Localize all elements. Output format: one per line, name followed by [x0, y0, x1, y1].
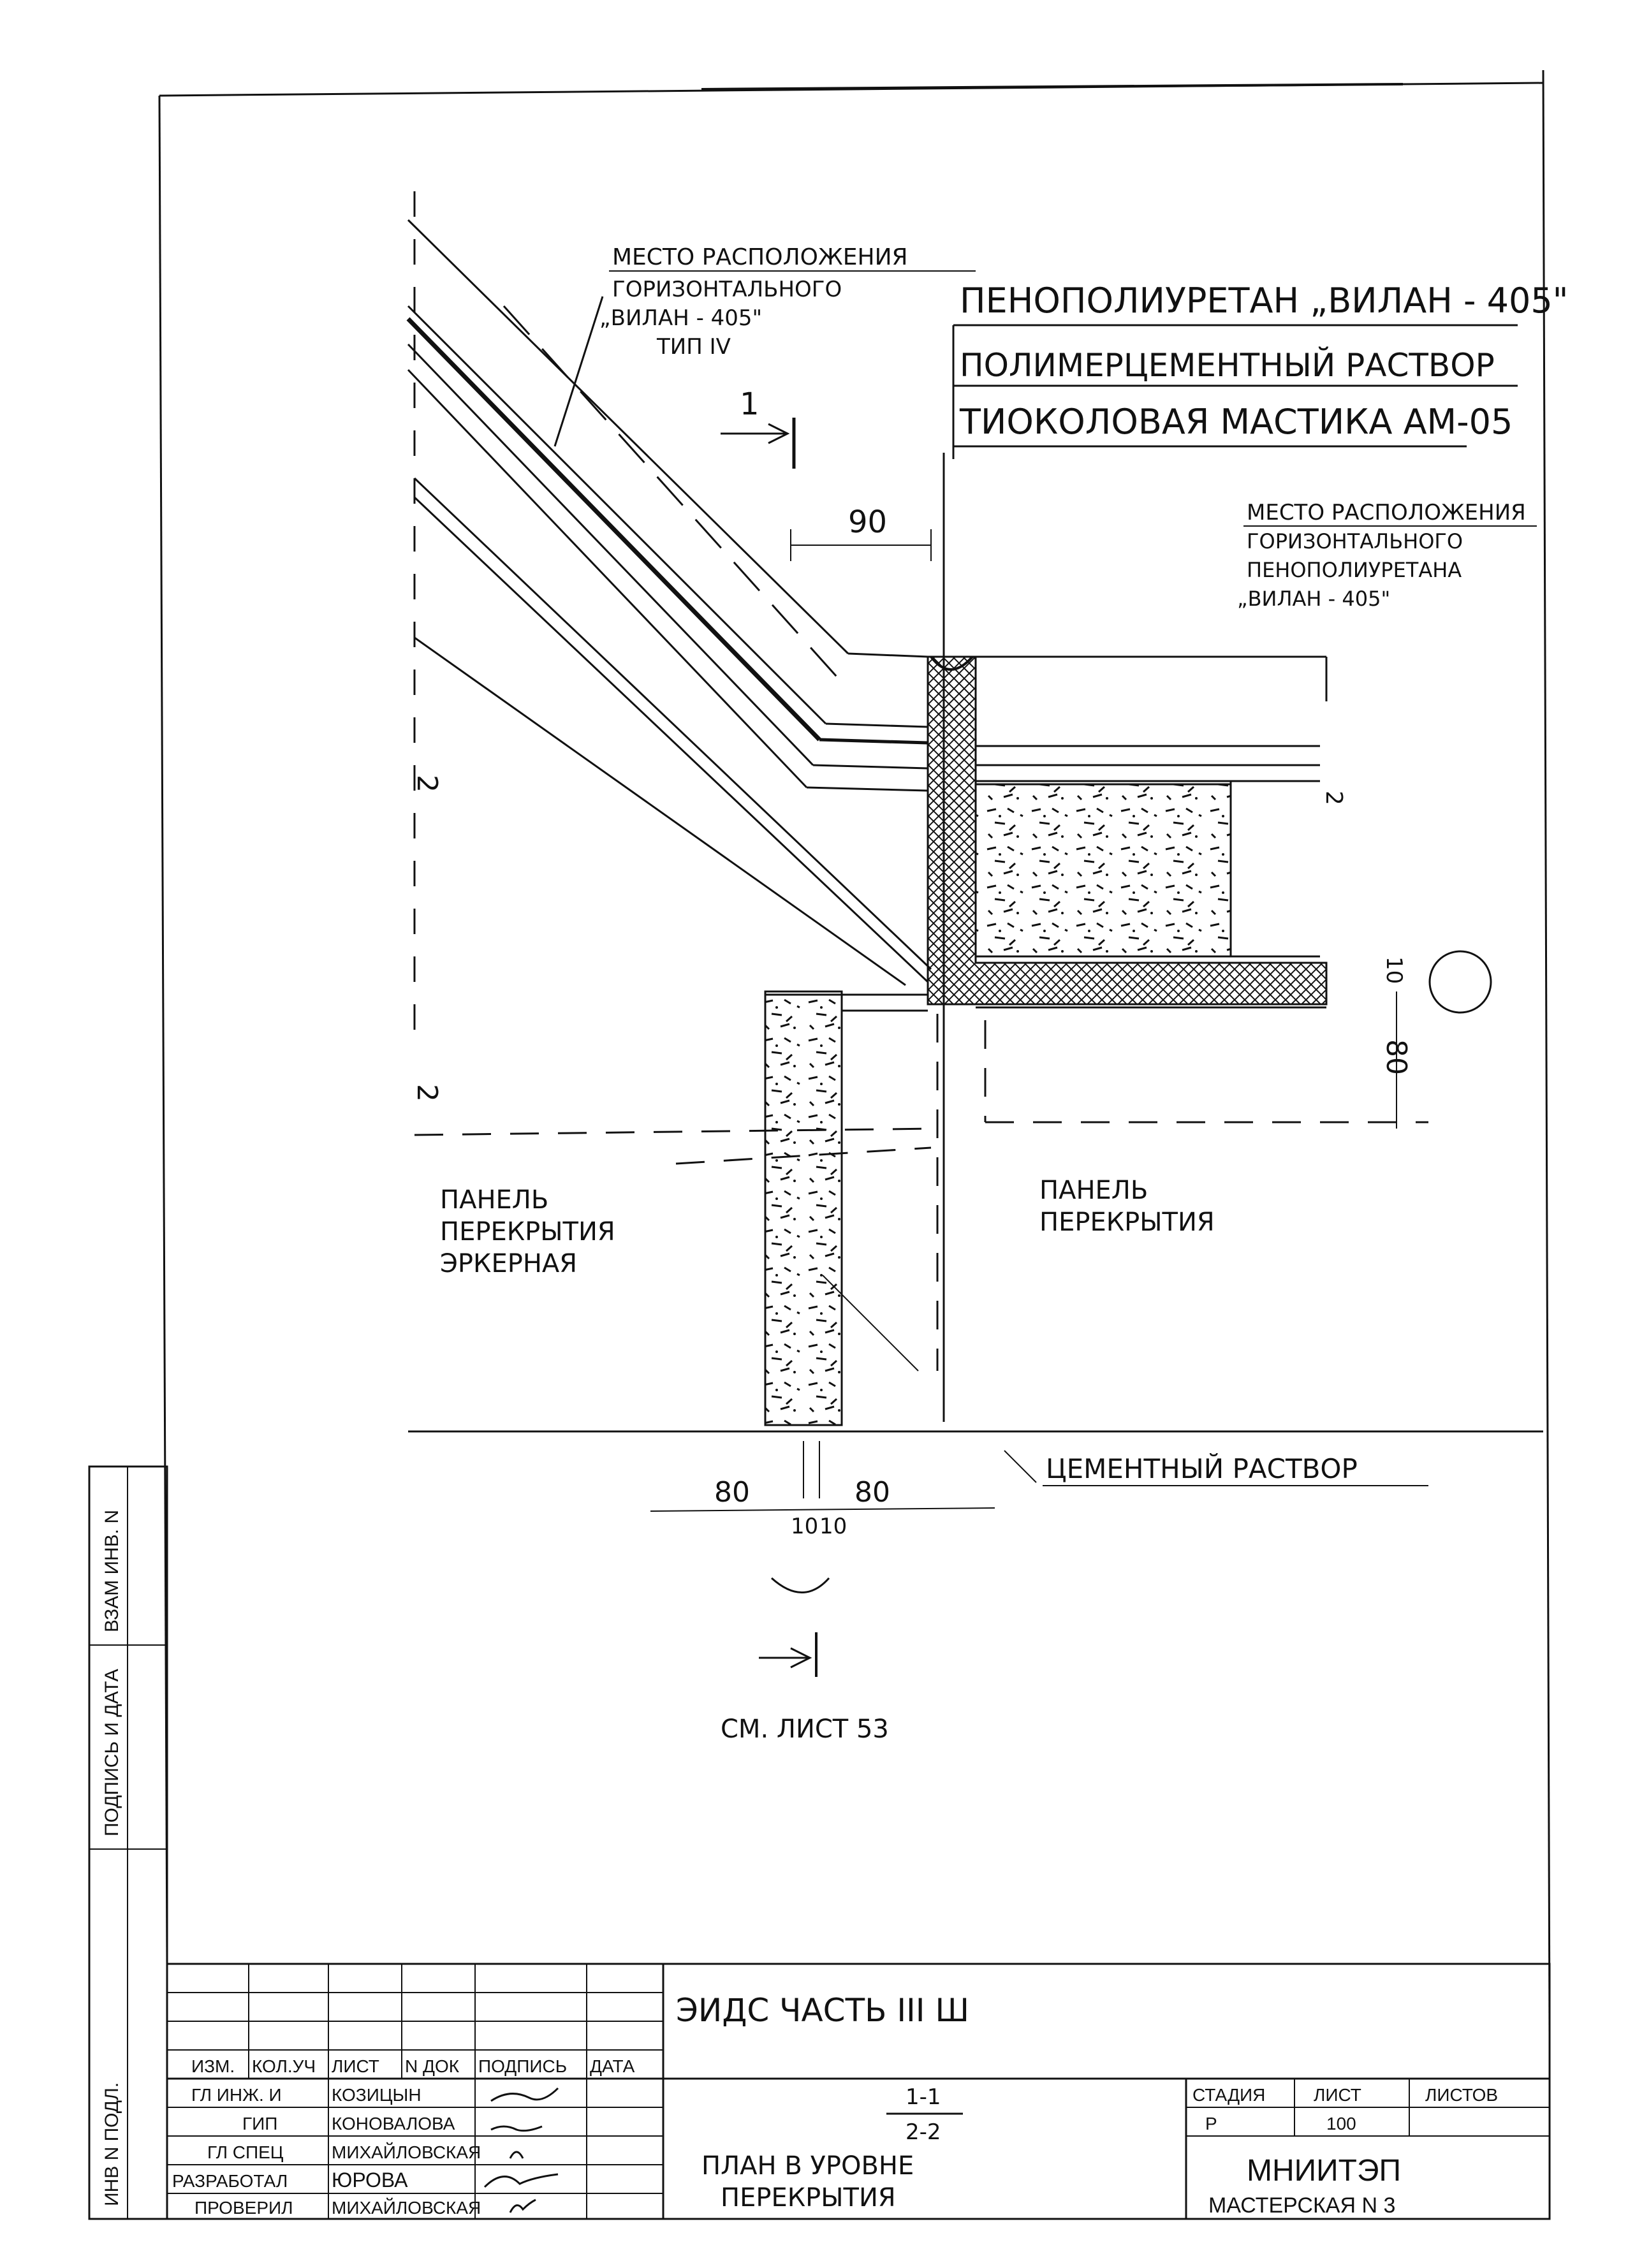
section-mark-right: 2 — [1321, 791, 1347, 805]
panel-dashed-lines — [414, 1014, 1428, 1371]
drawing-title-line1: ПЛАН В УРОВНЕ — [701, 2151, 914, 2181]
sheets-label: ЛИСТОВ — [1425, 2085, 1498, 2105]
svg-text:ИНВ N ПОДЛ.: ИНВ N ПОДЛ. — [101, 2082, 122, 2206]
svg-text:ВЗАМ ИНВ. N: ВЗАМ ИНВ. N — [101, 1510, 122, 1632]
svg-text:80: 80 — [1380, 1039, 1412, 1075]
material-foam: ПЕНОПОЛИУРЕТАН „ВИЛАН - 405" — [960, 281, 1569, 321]
stage-value: Р — [1205, 2114, 1217, 2133]
sheet-frame — [158, 70, 1551, 2035]
svg-text:МИХАЙЛОВСКАЯ: МИХАЙЛОВСКАЯ — [332, 2198, 481, 2218]
foam-block — [974, 783, 1232, 958]
svg-text:ПАНЕЛЬ: ПАНЕЛЬ — [440, 1185, 548, 1215]
svg-text:ПАНЕЛЬ: ПАНЕЛЬ — [1039, 1176, 1148, 1205]
svg-text:ТИП IV: ТИП IV — [656, 334, 731, 360]
svg-text:N ДОК: N ДОК — [405, 2056, 460, 2076]
svg-text:10: 10 — [819, 1514, 847, 1539]
callout-top-left: МЕСТО РАСПОЛОЖЕНИЯ ГОРИЗОНТАЛЬНОГО „ВИЛА… — [599, 244, 976, 360]
svg-text:МЕСТО РАСПОЛОЖЕНИЯ: МЕСТО РАСПОЛОЖЕНИЯ — [1247, 500, 1526, 525]
section-code-bottom: 2-2 — [906, 2119, 941, 2145]
svg-text:ПРОВЕРИЛ: ПРОВЕРИЛ — [194, 2198, 293, 2218]
section-mark-top: 1 — [721, 386, 796, 469]
svg-text:ПОДПИСЬ И ДАТА: ПОДПИСЬ И ДАТА — [101, 1669, 122, 1836]
drawing-title-line2: ПЕРЕКРЫТИЯ — [721, 2183, 896, 2213]
sheet-label: ЛИСТ — [1314, 2085, 1361, 2105]
svg-text:90: 90 — [848, 504, 887, 540]
callout-top-right: МЕСТО РАСПОЛОЖЕНИЯ ГОРИЗОНТАЛЬНОГО ПЕНОП… — [1237, 500, 1537, 611]
svg-text:ГЛ СПЕЦ: ГЛ СПЕЦ — [207, 2142, 284, 2162]
svg-text:10: 10 — [1381, 956, 1407, 984]
svg-text:КОЗИЦЫН: КОЗИЦЫН — [332, 2085, 422, 2105]
project-title: ЭИДС ЧАСТЬ III Ш — [676, 1992, 969, 2029]
svg-text:ИЗМ.: ИЗМ. — [191, 2056, 235, 2076]
section-mark-left-lower: 2 — [411, 1084, 443, 1102]
svg-text:МЕСТО РАСПОЛОЖЕНИЯ: МЕСТО РАСПОЛОЖЕНИЯ — [612, 244, 908, 270]
svg-text:ЮРОВА: ЮРОВА — [332, 2169, 408, 2191]
svg-text:ГОРИЗОНТАЛЬНОГО: ГОРИЗОНТАЛЬНОГО — [1247, 529, 1463, 553]
sloped-wall — [406, 191, 932, 1046]
cement-column — [764, 990, 928, 1426]
title-headers: ИЗМ. КОЛ.УЧ ЛИСТ N ДОК ПОДПИСЬ ДАТА — [191, 2056, 635, 2076]
material-callout-lines — [554, 296, 1518, 459]
stage-label: СТАДИЯ — [1192, 2085, 1265, 2105]
svg-text:ДАТА: ДАТА — [590, 2056, 635, 2076]
leader-cement — [822, 1275, 919, 1372]
dimension-bottom: 80 80 10 10 — [650, 1441, 995, 1593]
right-floor-slab — [942, 453, 1328, 1422]
svg-text:КОЛ.УЧ: КОЛ.УЧ — [252, 2056, 316, 2076]
svg-text:МИХАЙЛОВСКАЯ: МИХАЙЛОВСКАЯ — [332, 2142, 481, 2162]
svg-text:ПЕРЕКРЫТИЯ: ПЕРЕКРЫТИЯ — [440, 1217, 615, 1247]
svg-text:ГЛ ИНЖ. И: ГЛ ИНЖ. И — [191, 2085, 282, 2105]
svg-text:80: 80 — [854, 1476, 890, 1509]
section-mark-bottom: СМ. ЛИСТ 53 — [721, 1632, 889, 1744]
svg-text:КОНОВАЛОВА: КОНОВАЛОВА — [332, 2114, 455, 2133]
callout-cement: ЦЕМЕНТНЫЙ РАСТВОР — [1004, 1450, 1428, 1486]
svg-text:ПОДПИСЬ: ПОДПИСЬ — [478, 2056, 567, 2076]
section-mark-left: 2 — [411, 775, 443, 793]
sheet-value: 100 — [1326, 2114, 1356, 2133]
svg-text:„ВИЛАН - 405": „ВИЛАН - 405" — [1237, 587, 1390, 611]
title-people: ГЛ ИНЖ. И КОЗИЦЫН ГИП КОНОВАЛОВА ГЛ СПЕЦ… — [172, 2085, 481, 2218]
panel-right-label: ПАНЕЛЬ ПЕРЕКРЫТИЯ — [1039, 1176, 1215, 1237]
dimension-top: 90 — [790, 504, 932, 561]
section-code-top: 1-1 — [906, 2084, 941, 2110]
svg-text:10: 10 — [791, 1514, 818, 1539]
signatures — [483, 2087, 559, 2213]
svg-text:ПЕРЕКРЫТИЯ: ПЕРЕКРЫТИЯ — [1039, 1208, 1215, 1237]
material-mastic: ТИОКОЛОВАЯ МАСТИКА АМ-05 — [959, 402, 1513, 442]
svg-text:ЭРКЕРНАЯ: ЭРКЕРНАЯ — [440, 1249, 577, 1278]
svg-text:ЛИСТ: ЛИСТ — [332, 2056, 379, 2076]
side-stamp: ВЗАМ ИНВ. N ПОДПИСЬ И ДАТА ИНВ N ПОДЛ. — [88, 1465, 168, 2220]
svg-text:ГОРИЗОНТАЛЬНОГО: ГОРИЗОНТАЛЬНОГО — [612, 277, 842, 302]
svg-text:1: 1 — [740, 386, 759, 422]
title-block — [166, 1963, 1551, 2220]
svg-text:ГИП: ГИП — [242, 2114, 277, 2133]
org-name: МНИИТЭП — [1247, 2154, 1401, 2188]
dimension-right: 10 80 — [1380, 950, 1492, 1129]
workshop-name: МАСТЕРСКАЯ N 3 — [1208, 2193, 1395, 2218]
svg-text:ПЕНОПОЛИУРЕТАНА: ПЕНОПОЛИУРЕТАНА — [1247, 558, 1462, 582]
joint-sealant — [927, 655, 1328, 1006]
svg-text:80: 80 — [714, 1476, 750, 1509]
svg-text:РАЗРАБОТАЛ: РАЗРАБОТАЛ — [172, 2171, 288, 2191]
svg-text:СМ. ЛИСТ 53: СМ. ЛИСТ 53 — [721, 1715, 889, 1744]
svg-text:„ВИЛАН - 405": „ВИЛАН - 405" — [599, 305, 762, 331]
svg-text:ЦЕМЕНТНЫЙ РАСТВОР: ЦЕМЕНТНЫЙ РАСТВОР — [1046, 1452, 1358, 1484]
material-polymer: ПОЛИМЕРЦЕМЕНТНЫЙ РАСТВОР — [960, 346, 1495, 384]
panel-left-label: ПАНЕЛЬ ПЕРЕКРЫТИЯ ЭРКЕРНАЯ — [440, 1185, 615, 1278]
